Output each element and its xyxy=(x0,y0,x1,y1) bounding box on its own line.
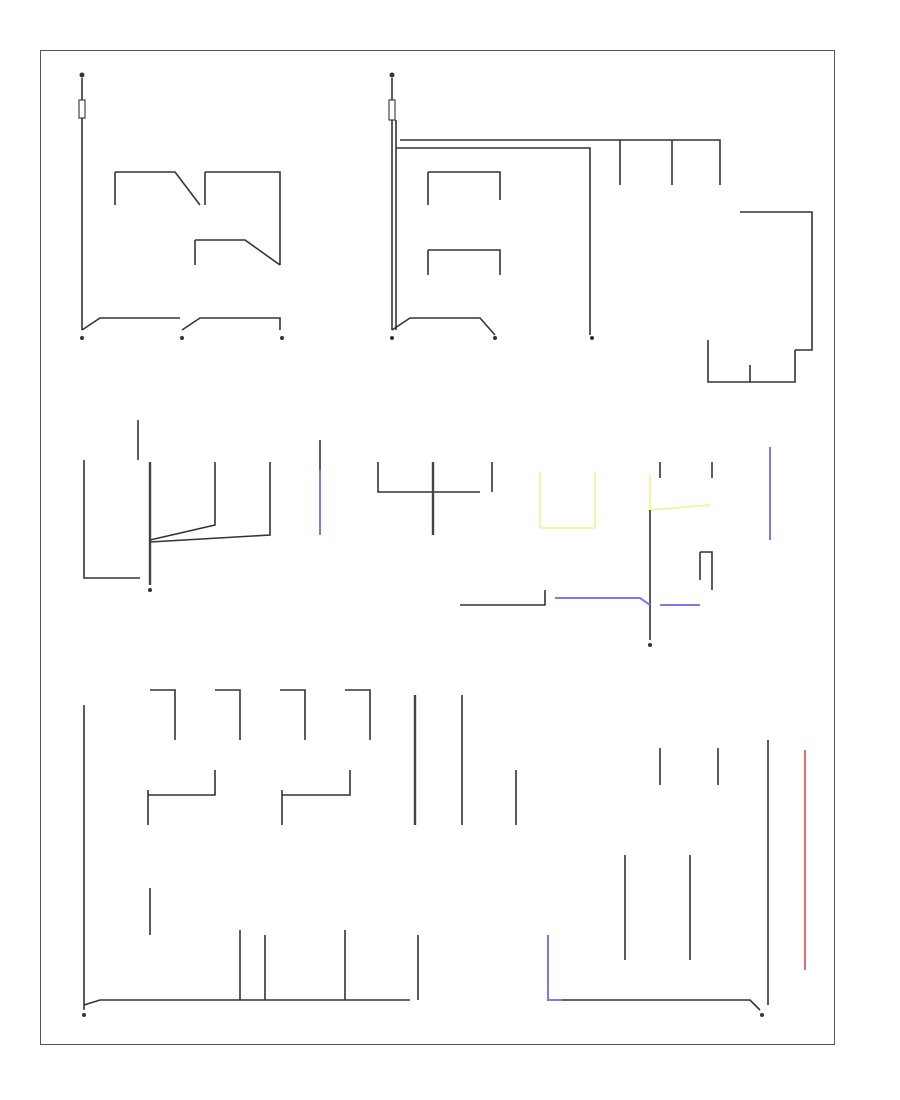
section-row2-right xyxy=(460,447,771,647)
ground-point-icon xyxy=(760,1013,764,1017)
diagram-frame xyxy=(40,50,835,1045)
yellow-wire xyxy=(649,475,711,512)
battery-terminal-icon xyxy=(79,72,85,78)
section-row2-middle xyxy=(377,462,493,535)
blue-wire xyxy=(555,597,651,606)
ground-point-icon xyxy=(648,643,652,647)
ground-point-icon xyxy=(590,336,594,340)
ground-point-icon xyxy=(390,336,394,340)
ground-point-icon xyxy=(280,336,284,340)
ground-point-icon xyxy=(80,336,84,340)
ground-point-icon xyxy=(493,336,497,340)
section-row3-right xyxy=(547,740,806,1017)
blue-wire xyxy=(547,935,562,1001)
section-top-left xyxy=(78,72,284,340)
section-top-middle xyxy=(388,72,721,340)
battery-terminal-icon xyxy=(389,72,395,78)
fuse-icon xyxy=(78,99,86,119)
section-row3-left xyxy=(82,689,517,1017)
section-row2-left xyxy=(83,420,321,592)
ground-point-icon xyxy=(148,588,152,592)
fuse-icon xyxy=(388,99,396,121)
ground-point-icon xyxy=(82,1013,86,1017)
section-right-sensors xyxy=(707,211,813,383)
ground-point-icon xyxy=(180,336,184,340)
